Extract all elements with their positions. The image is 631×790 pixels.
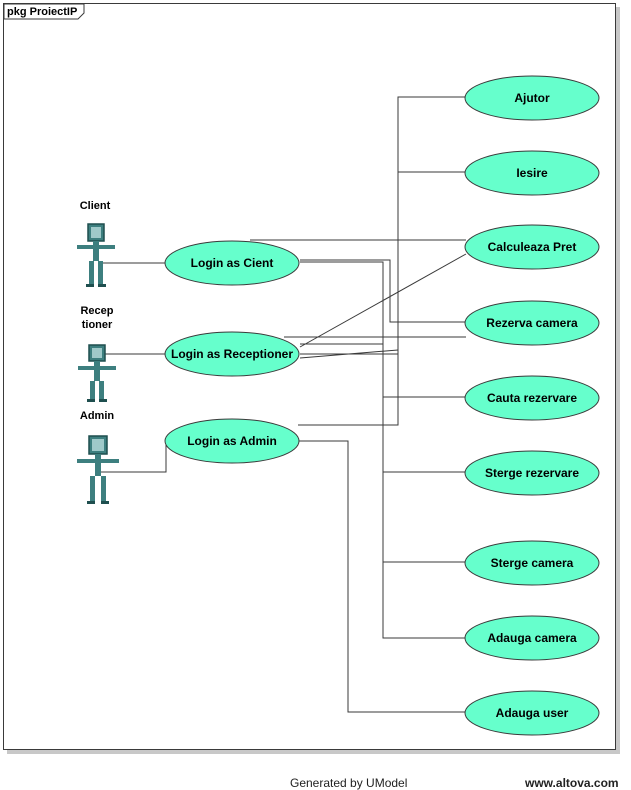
usecase-label: Cauta rezervare (487, 391, 577, 405)
actor-receptioner[interactable]: Recep tioner (78, 305, 116, 402)
usecase-label: Login as Admin (187, 434, 277, 448)
actor-client[interactable]: Client (77, 200, 115, 287)
usecase-adauga-user[interactable]: Adauga user (464, 690, 600, 736)
actor-label-receptioner-2: tioner (82, 319, 113, 331)
connectors (98, 96, 467, 713)
assoc-admin-login (98, 441, 167, 473)
usecase-label: Login as Cient (191, 256, 274, 270)
usecase-ajutor[interactable]: Ajutor (464, 75, 600, 121)
usecase-label: Sterge rezervare (485, 466, 579, 480)
line-recep-extra (299, 349, 399, 359)
package-label: pkg ProiectIP (7, 6, 77, 18)
line-login-client-trunk (300, 261, 466, 639)
usecase-label: Adauga user (496, 706, 569, 720)
usecase-cauta-rezervare[interactable]: Cauta rezervare (464, 375, 600, 421)
usecase-sterge-camera[interactable]: Sterge camera (464, 540, 600, 586)
usecase-adauga-camera[interactable]: Adauga camera (464, 615, 600, 661)
usecase-login-client[interactable]: Login as Cient (164, 240, 300, 286)
usecase-label: Sterge camera (491, 556, 574, 570)
usecase-sterge-rezervare[interactable]: Sterge rezervare (464, 450, 600, 496)
usecase-label: Adauga camera (487, 631, 577, 645)
footer-generated-by: Generated by UModel (290, 776, 408, 790)
usecase-label: Login as Receptioner (171, 347, 293, 361)
actor-admin[interactable]: Admin (77, 410, 119, 504)
usecase-rezerva-camera[interactable]: Rezerva camera (464, 300, 600, 346)
actor-label-admin: Admin (80, 410, 115, 422)
package-tab (3, 3, 85, 20)
line-admin-user (298, 440, 466, 713)
usecase-calculeaza-pret[interactable]: Calculeaza Pret (464, 224, 600, 270)
usecase-label: Iesire (516, 166, 548, 180)
actor-label-client: Client (80, 200, 111, 212)
usecase-iesire[interactable]: Iesire (464, 150, 600, 196)
usecase-login-receptioner[interactable]: Login as Receptioner (164, 331, 300, 377)
usecase-login-admin[interactable]: Login as Admin (164, 418, 300, 464)
usecase-label: Calculeaza Pret (488, 240, 577, 254)
footer-website-link[interactable]: www.altova.com (525, 776, 619, 790)
line-login-client-rezerva (300, 259, 466, 323)
line-admin-trunk (298, 354, 399, 426)
usecase-label: Ajutor (514, 91, 550, 105)
actor-label-receptioner-1: Recep (80, 305, 113, 317)
usecase-label: Rezerva camera (486, 316, 578, 330)
